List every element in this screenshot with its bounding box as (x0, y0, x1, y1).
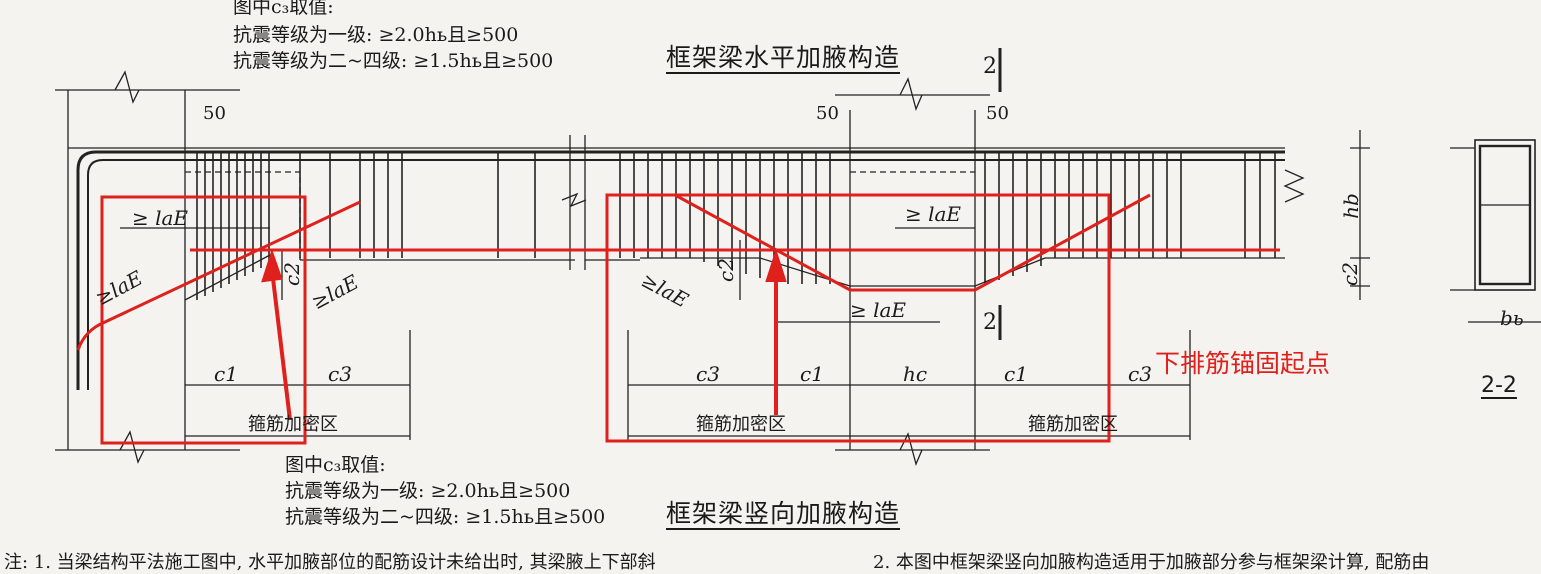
dim-c3-left: c3 (328, 362, 352, 386)
stirrups-right (984, 152, 1276, 284)
title-vertical-haunch: 框架梁竖向加腋构造 (666, 499, 901, 528)
dim-50-left: 50 (203, 103, 226, 124)
dim-lae-mid-top: ≥ laE (905, 202, 962, 226)
dim-c3-right: c3 (1128, 362, 1152, 386)
highlight-box-right (605, 193, 1111, 443)
section-mark-bottom: 2 (983, 310, 997, 335)
dim-c1-right: c1 (1004, 362, 1028, 386)
annotation-anchor-start: 下排筋锚固起点 (1155, 349, 1331, 378)
zone-label-right: 箍筋加密区 (1028, 414, 1118, 435)
dim-lae-top-left: ≥ laE (132, 206, 189, 230)
top-note-line2: 抗震等级为二~四级: ≥1.5hь且≥500 (233, 50, 554, 72)
title-horizontal-haunch: 框架梁水平加腋构造 (666, 43, 901, 72)
stirrups-left (196, 152, 536, 300)
footer-note-2: 2. 本图中框架梁竖向加腋构造适用于加腋部分参与框架梁计算, 配筋由 (873, 552, 1430, 573)
zone-label-left: 箍筋加密区 (248, 414, 338, 435)
zone-label-mid: 箍筋加密区 (696, 414, 786, 435)
arrow-left (270, 269, 292, 421)
dim-c2-left: c2 (279, 262, 304, 286)
dim-c2-mid: c2 (713, 258, 738, 282)
section-2-2 (1474, 139, 1536, 291)
section-bb: bь (1500, 306, 1524, 330)
dim-c1-left: c1 (214, 362, 238, 386)
top-note-heading: 图中c₃取值: (233, 0, 334, 18)
section-label-2-2: 2-2 (1481, 373, 1517, 398)
bottom-rebar-left (76, 200, 361, 351)
bottom-note-heading: 图中c₃取值: (285, 454, 386, 476)
section-mark-top: 2 (983, 54, 997, 79)
bottom-note-line1: 抗震等级为一级: ≥2.0hь且≥500 (285, 480, 571, 502)
dim-lae-mid-bottom: ≥ laE (850, 298, 907, 322)
top-rebar (76, 150, 1285, 390)
dim-50-right: 50 (986, 103, 1009, 124)
dim-c3-mid: c3 (696, 362, 720, 386)
top-note-line1: 抗震等级为一级: ≥2.0hь且≥500 (233, 24, 519, 46)
dim-50-mid: 50 (816, 103, 839, 124)
dim-c1-mid: c1 (800, 362, 824, 386)
bottom-rebar-haunch (674, 193, 1151, 292)
section-hb: hb (1338, 193, 1363, 219)
bottom-note-line2: 抗震等级为二~四级: ≥1.5hь且≥500 (285, 506, 606, 528)
section-c2: c2 (1337, 262, 1362, 286)
dim-hc: hc (903, 362, 928, 386)
footer-note-1: 注: 1. 当梁结构平法施工图中, 水平加腋部位的配筋设计未给出时, 其梁腋上下… (4, 552, 656, 573)
highlight-box-left (100, 195, 307, 445)
